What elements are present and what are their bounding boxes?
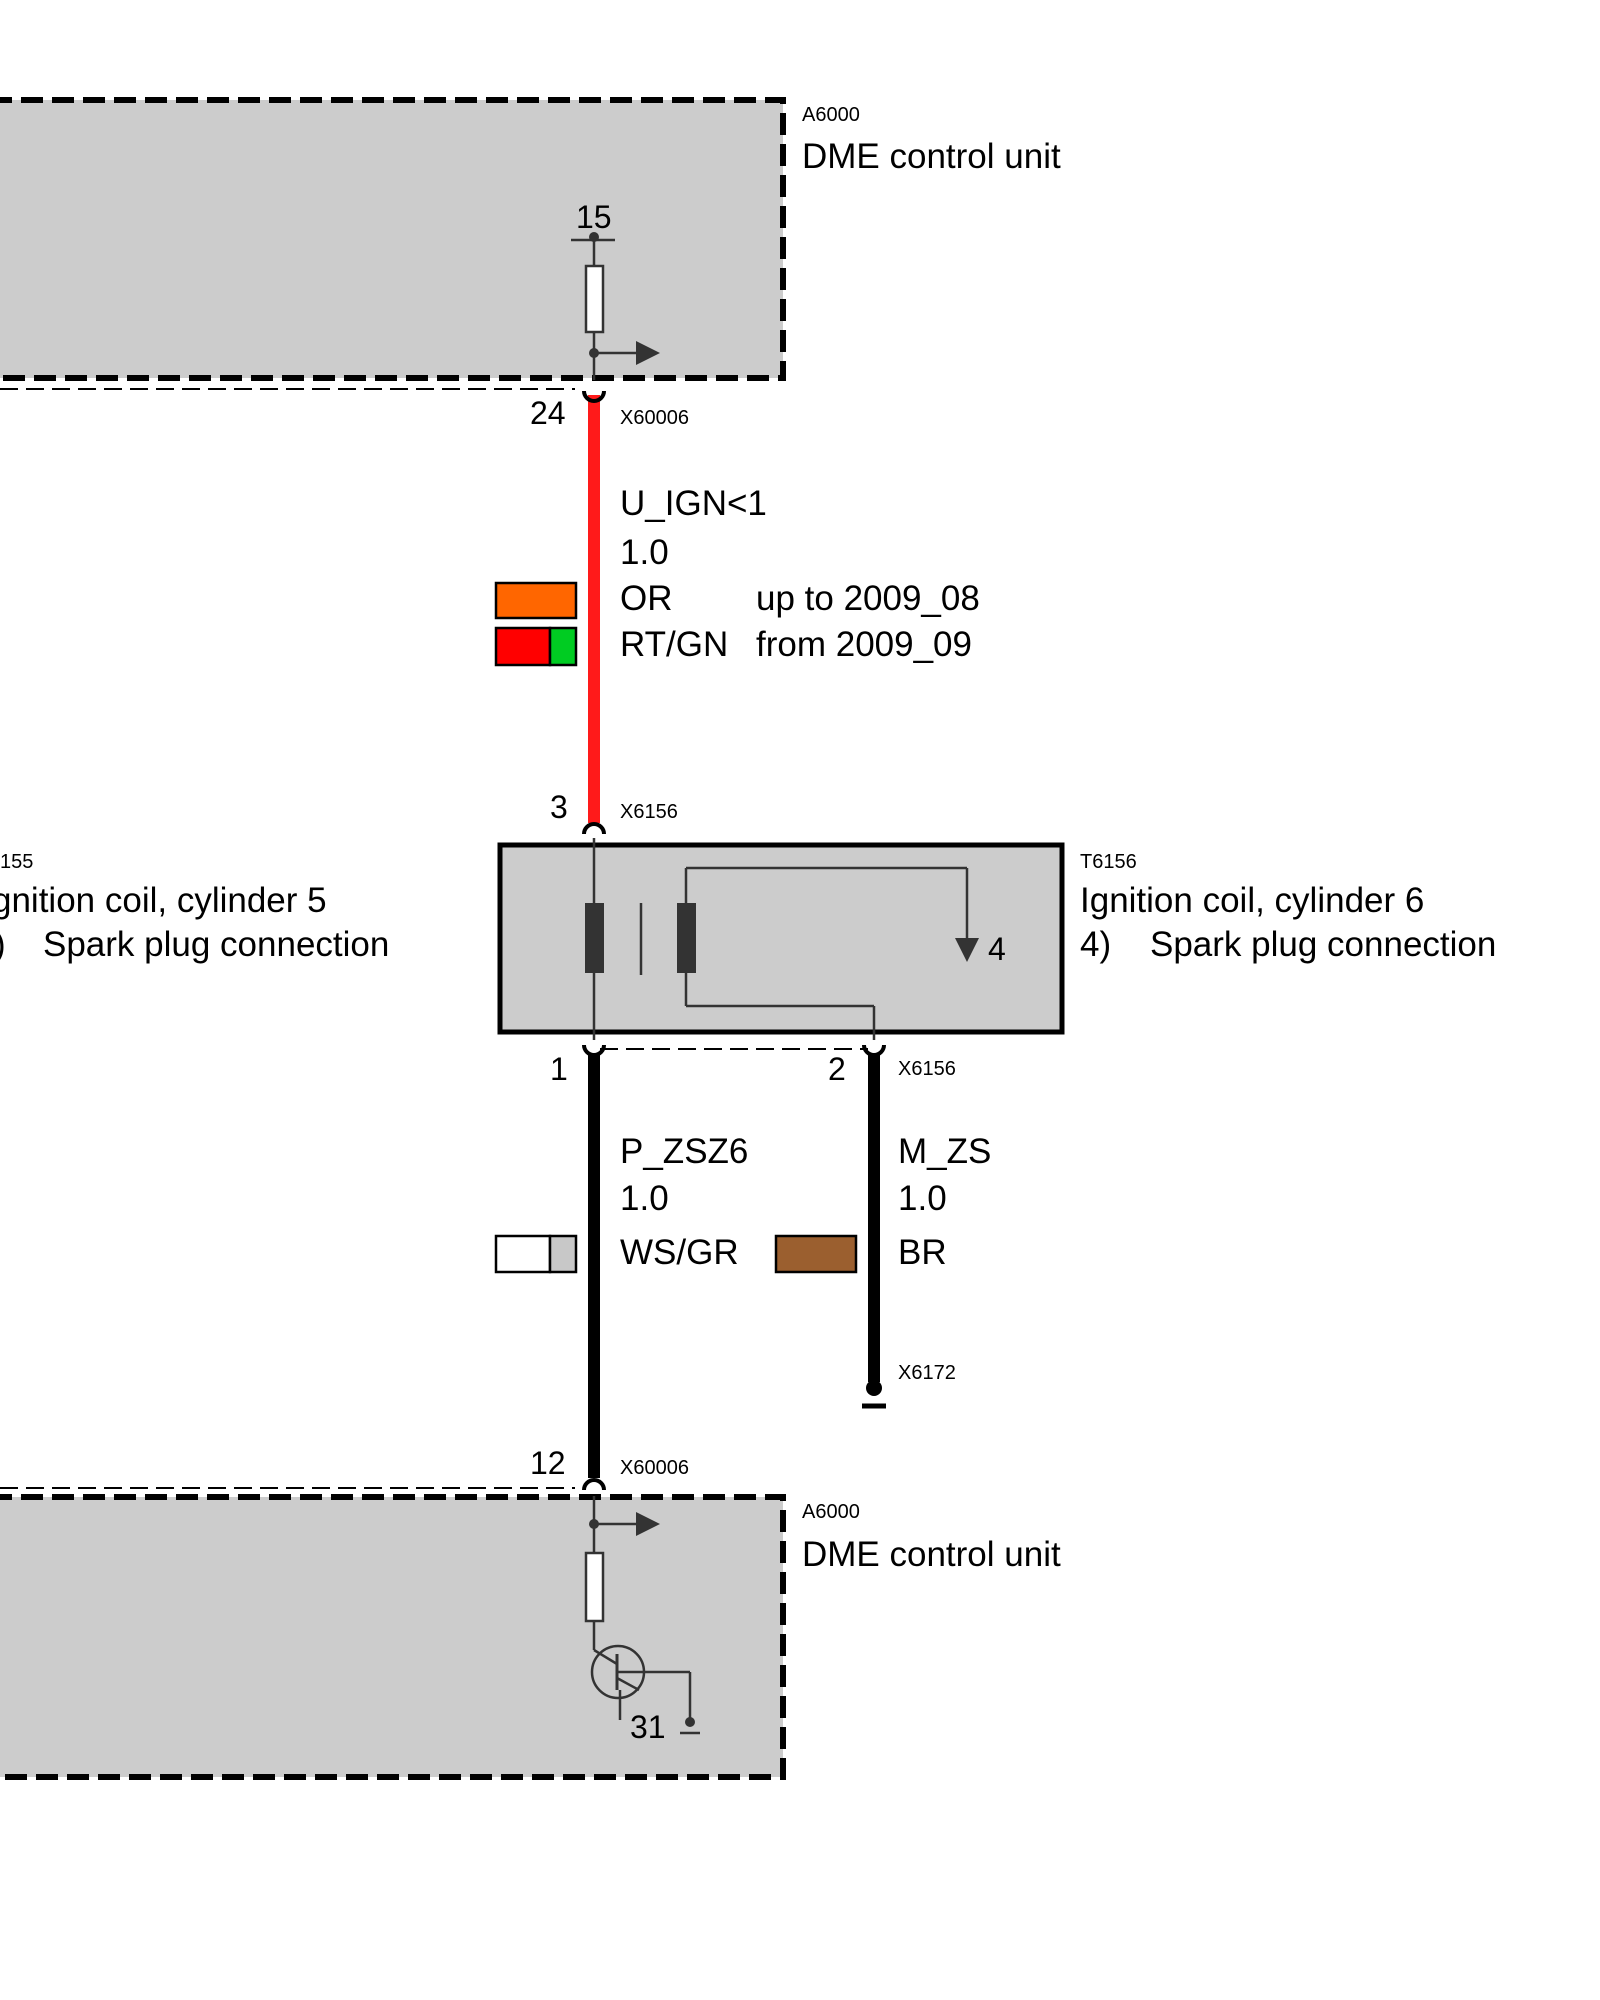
ignition-coil-cylinder-6: 4 T6156 Ignition coil, cylinder 6 4) Spa… (497, 838, 1496, 1040)
u-ign-gauge: 1.0 (620, 533, 669, 572)
secondary-winding (677, 903, 696, 973)
wire-m-zs: 2 X6156 M_ZS 1.0 BR X6172 (774, 1044, 991, 1409)
coil5-id-fragment: 155 (0, 851, 33, 873)
connector-x6172: X6172 (898, 1362, 956, 1384)
u-ign-note-1: up to 2009_08 (756, 579, 980, 618)
coil6-note-text: Spark plug connection (1150, 925, 1496, 964)
connector-x6156-top: X6156 (620, 801, 678, 823)
pin-3-socket-icon (582, 822, 606, 835)
pin-24-socket-icon (582, 390, 606, 403)
p-zsz6-signal: P_ZSZ6 (620, 1132, 748, 1171)
pin-12-label: 12 (530, 1445, 566, 1481)
arrow-right-icon (636, 1512, 660, 1536)
coil5-note-fragment: ) (0, 925, 6, 964)
terminal-15-label: 15 (576, 199, 612, 235)
resistor-bottom (584, 1551, 605, 1623)
swatch-red (494, 626, 552, 667)
m-zs-gauge: 1.0 (898, 1179, 947, 1218)
m-zs-signal: M_ZS (898, 1132, 991, 1171)
coil5-name-fragment: gnition coil, cylinder 5 (0, 881, 327, 920)
dme-top-name: DME control unit (802, 137, 1061, 176)
swatch-white (494, 1234, 552, 1274)
p-zsz6-gauge: 1.0 (620, 1179, 669, 1218)
pin-2-socket-icon (862, 1044, 886, 1057)
pin-1-socket-icon (582, 1044, 606, 1057)
internal-pin-4: 4 (988, 931, 1006, 967)
u-ign-colour-2: RT/GN (620, 625, 728, 664)
ignition-coil-cylinder-5-partial: 155 gnition coil, cylinder 5 ) Spark plu… (0, 851, 389, 964)
terminal-15-node (589, 232, 599, 242)
dme-bottom-box-fill (0, 1497, 783, 1777)
coil6-name: Ignition coil, cylinder 6 (1080, 881, 1424, 920)
dme-control-unit-top: 15 A6000 DME control unit (0, 97, 1061, 390)
arrow-right-icon (636, 341, 660, 365)
dme-top-box-border (0, 97, 786, 381)
connector-x60006-top: X60006 (620, 407, 689, 429)
pin-2-label: 2 (828, 1051, 846, 1087)
u-ign-signal: U_IGN<1 (620, 484, 767, 523)
coil6-note-number: 4) (1080, 925, 1111, 964)
primary-winding (585, 903, 604, 973)
terminal-31-label: 31 (630, 1709, 666, 1745)
dme-control-unit-bottom: 31 A6000 DME control unit (0, 1487, 1061, 1780)
p-zsz6-colour: WS/GR (620, 1233, 739, 1272)
u-ign-note-2: from 2009_09 (756, 625, 972, 664)
coil6-id: T6156 (1080, 851, 1137, 873)
dme-bottom-name: DME control unit (802, 1535, 1061, 1574)
u-ign-colour-1: OR (620, 579, 673, 618)
pin-12-socket-icon (582, 1478, 606, 1491)
wire-u-ign: 24 X60006 U_IGN<1 1.0 OR up to 2009_08 R… (494, 390, 980, 835)
resistor-top (584, 264, 605, 334)
swatch-grey (548, 1234, 578, 1274)
connector-x60006-bottom: X60006 (620, 1457, 689, 1479)
pin-24-label: 24 (530, 395, 566, 431)
ground-node (866, 1380, 882, 1396)
dme-top-id: A6000 (802, 104, 860, 126)
dme-top-box-fill (0, 100, 783, 378)
swatch-orange (494, 581, 578, 620)
connector-x6156-bottom: X6156 (898, 1058, 956, 1080)
pin-3-label: 3 (550, 789, 568, 825)
dme-bottom-id: A6000 (802, 1501, 860, 1523)
coil5-note-text: Spark plug connection (43, 925, 389, 964)
swatch-green (548, 626, 578, 667)
swatch-brown (774, 1234, 858, 1274)
arrow-down-icon (955, 938, 979, 962)
dme-bottom-box-border (0, 1494, 786, 1780)
wire-p-zsz6: 1 P_ZSZ6 1.0 WS/GR 12 X60006 (494, 1044, 748, 1491)
m-zs-colour: BR (898, 1233, 947, 1272)
pin-1-label: 1 (550, 1051, 568, 1087)
